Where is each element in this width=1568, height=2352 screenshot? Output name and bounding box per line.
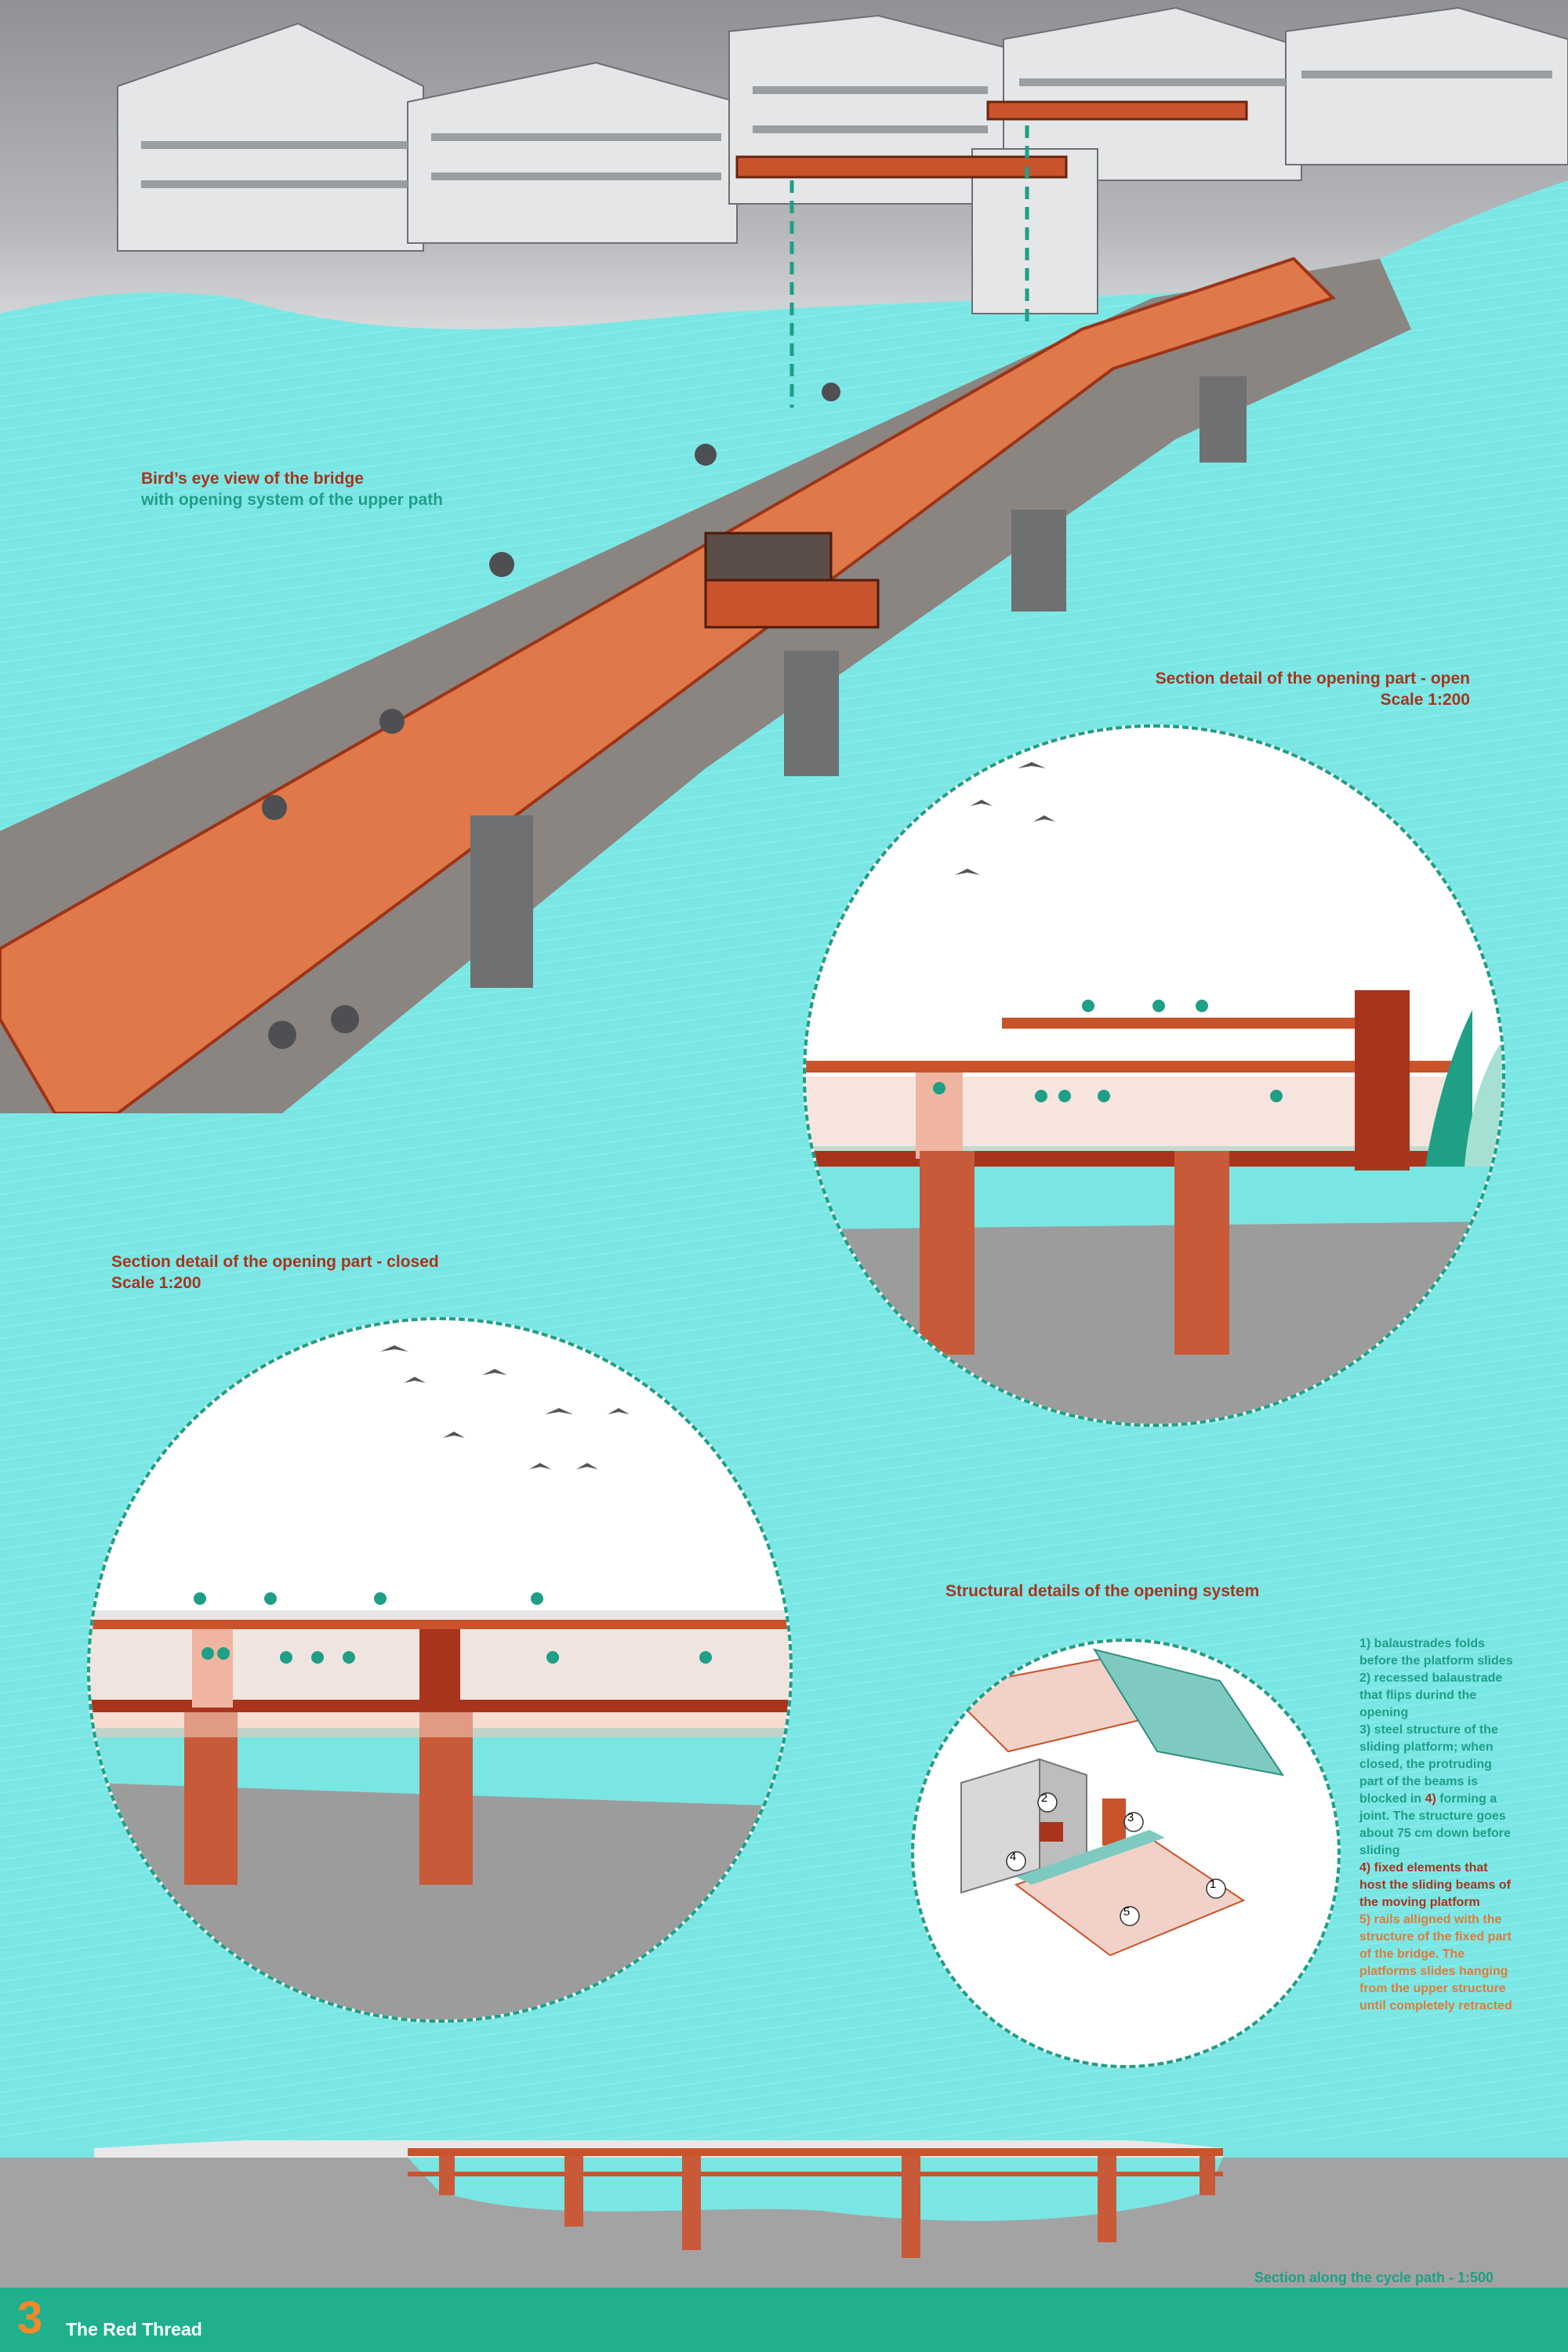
legend-item-3: 3) steel structure of the sliding platfo…	[1359, 1723, 1511, 1857]
birds-eye-render	[0, 0, 1568, 1113]
birds-eye-title: Bird’s eye view of the bridge	[141, 470, 364, 488]
callout-2: 2	[1040, 1791, 1048, 1805]
legend-item-2: 2) recessed balaustrade that flips durin…	[1359, 1671, 1503, 1719]
open-section-circle	[803, 724, 1505, 1427]
pavilion	[704, 532, 880, 629]
structural-details-drawing	[943, 1648, 1285, 1957]
red-cycle-path	[0, 256, 1336, 1113]
long-section-caption: Section along the cycle path - 1:500	[1254, 2270, 1494, 2285]
panel-number: 3	[17, 2292, 43, 2343]
callout-markers	[1006, 1792, 1226, 1926]
lifted-upper-platforms	[735, 100, 1248, 179]
long-section-drawing	[0, 2140, 1568, 2288]
callout-4: 4	[1009, 1850, 1017, 1864]
closed-section-drawing	[90, 1345, 789, 2020]
cyclists	[262, 383, 840, 1049]
closed-section-scale: Scale 1:200	[111, 1274, 201, 1292]
structural-details-circle	[911, 1639, 1341, 2068]
project-title: The Red Thread	[66, 2319, 202, 2339]
birds-eye-subtitle: with opening system of the upper path	[141, 491, 444, 509]
open-section-scale: Scale 1:200	[1380, 691, 1470, 709]
bridge-piers	[470, 376, 1247, 988]
structural-details-title: Structural details of the opening system	[946, 1582, 1260, 1600]
open-section-title: Section detail of the opening part - ope…	[1155, 670, 1470, 688]
building-windows	[141, 71, 1552, 188]
open-section-drawing	[806, 762, 1502, 1424]
legend-item-4: 4) fixed elements that host the sliding …	[1359, 1861, 1511, 1909]
footer-bar	[0, 2288, 1568, 2352]
legend-item-5: 5) rails alligned with the structure of …	[1359, 1913, 1512, 2013]
structural-legend: 1) balaustrades folds before the platfor…	[1359, 1635, 1516, 2015]
callout-5: 5	[1123, 1905, 1131, 1918]
closed-section-circle	[87, 1317, 793, 2023]
closed-section-title: Section detail of the opening part - clo…	[111, 1253, 439, 1271]
legend-item-1: 1) balaustrades folds before the platfor…	[1359, 1637, 1513, 1668]
callout-1: 1	[1209, 1878, 1217, 1891]
callout-3: 3	[1127, 1811, 1134, 1824]
